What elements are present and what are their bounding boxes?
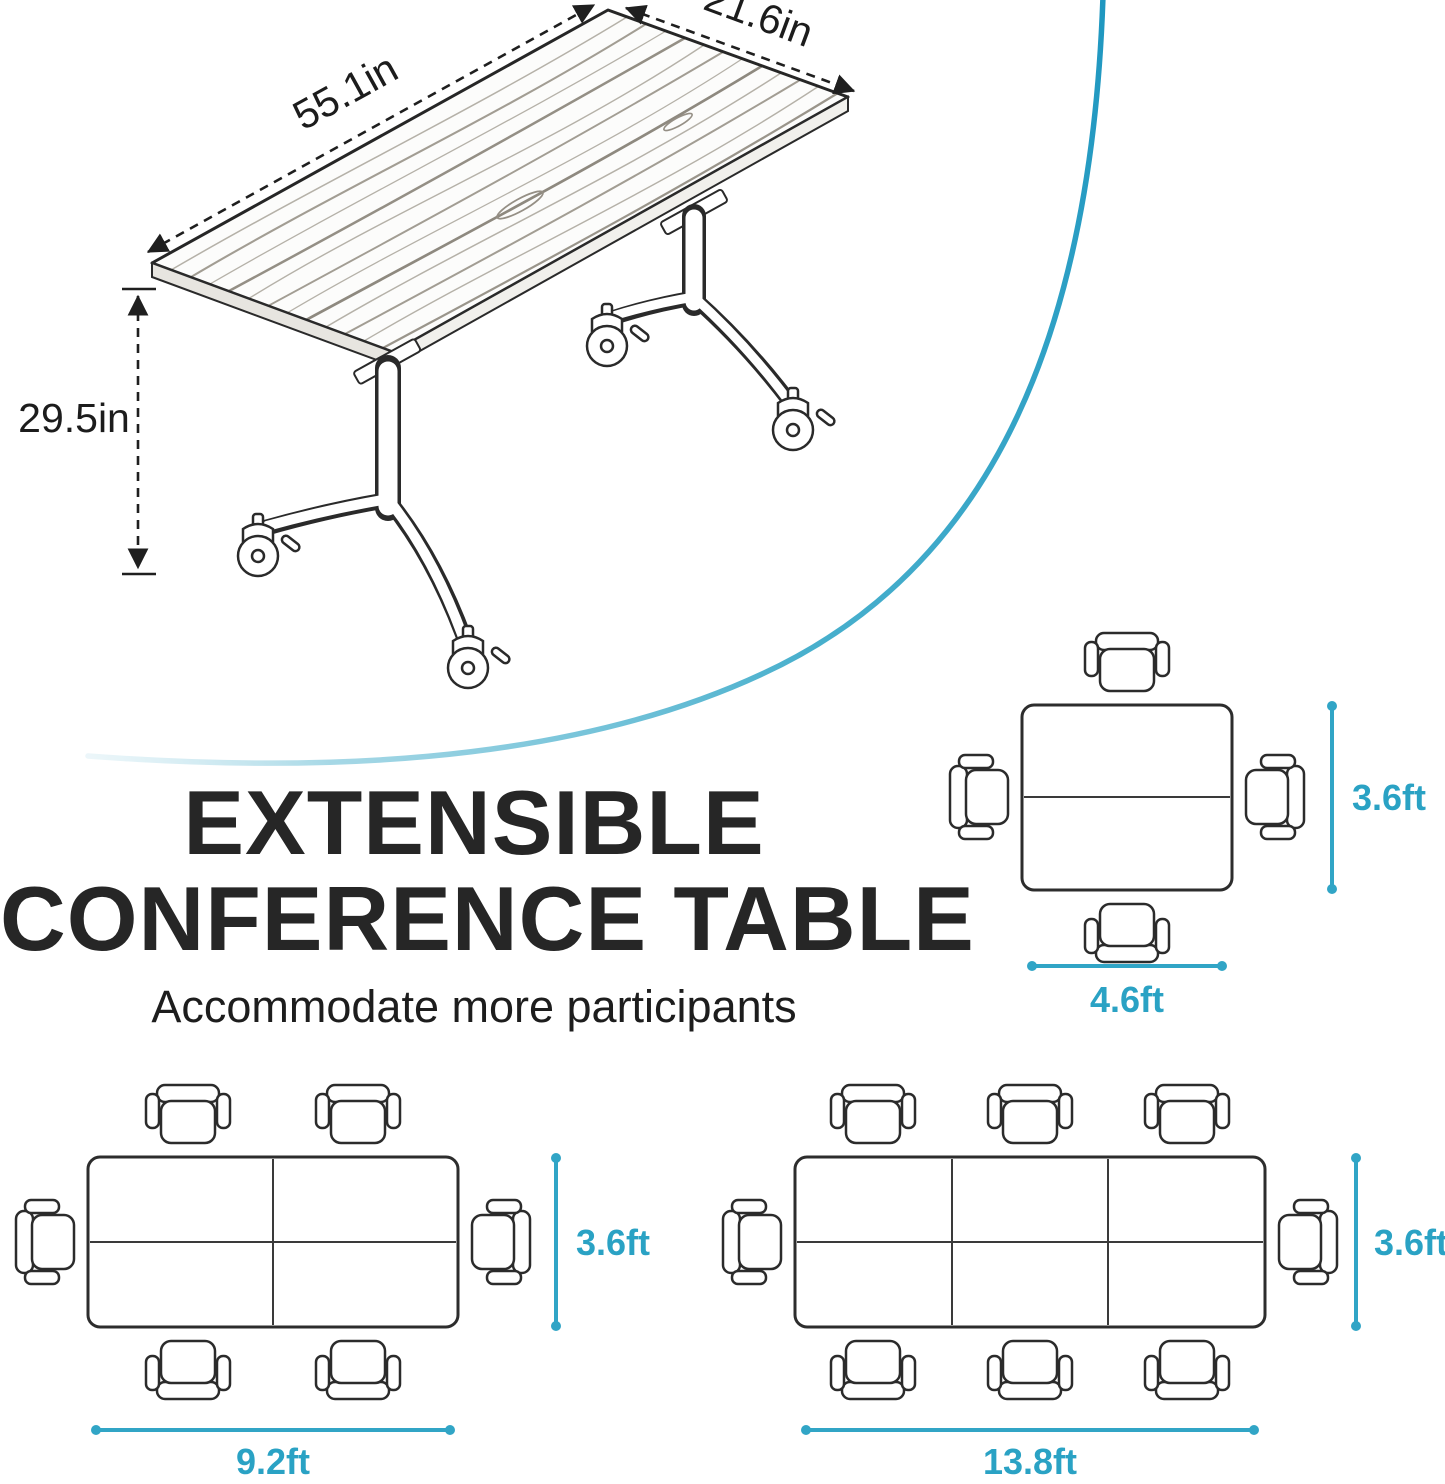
chair-icon [1244,753,1306,841]
chair-icon [1083,631,1171,693]
headline-line1: EXTENSIBLE [183,773,765,874]
headline-block: EXTENSIBLE CONFERENCE TABLE Accommodate … [0,773,975,1033]
floorplan-double-table: 3.6ft 9.2ft [14,1083,650,1482]
width-label: 9.2ft [236,1441,310,1482]
depth-label: 3.6ft [576,1222,650,1263]
chair-icon [948,753,1010,841]
chair-icon [470,1198,532,1286]
dimension-height: 29.5in [18,287,156,576]
table-legs [257,204,798,648]
width-label: 13.8ft [983,1441,1077,1482]
floorplan-triple-table: 3.6ft 13.8ft [721,1083,1445,1482]
width-dimension: 13.8ft [801,1425,1259,1482]
depth-label: 3.6ft [1374,1222,1445,1263]
chair-icon [986,1083,1074,1145]
width-dimension: 4.6ft [1027,961,1227,1020]
length-dimension-label: 55.1in [285,45,405,139]
depth-label: 3.6ft [1352,777,1426,818]
chair-icon [829,1339,917,1401]
headline-line2: CONFERENCE TABLE [0,868,975,970]
height-dimension-label: 29.5in [18,395,130,441]
depth-dimension-label: 21.6in [698,0,819,56]
headline-subtitle: Accommodate more participants [151,981,797,1033]
floorplan-single-table: 3.6ft 4.6ft [948,631,1426,1020]
depth-dimension: 3.6ft [1351,1153,1445,1331]
chair-icon [1083,902,1171,964]
chair-icon [144,1083,232,1145]
chair-icon [986,1339,1074,1401]
chair-icon [829,1083,917,1145]
chair-icon [721,1198,783,1286]
chair-icon [144,1339,232,1401]
width-label: 4.6ft [1090,979,1164,1020]
depth-dimension: 3.6ft [1327,701,1426,894]
chair-icon [1143,1339,1231,1401]
depth-dimension: 3.6ft [551,1153,650,1331]
chair-icon [1143,1083,1231,1145]
chair-icon [314,1083,402,1145]
chair-icon [1277,1198,1339,1286]
width-dimension: 9.2ft [91,1425,455,1482]
conference-table-illustration [150,8,850,690]
chair-icon [14,1198,76,1286]
chair-icon [314,1339,402,1401]
decorative-curve [85,0,1106,766]
